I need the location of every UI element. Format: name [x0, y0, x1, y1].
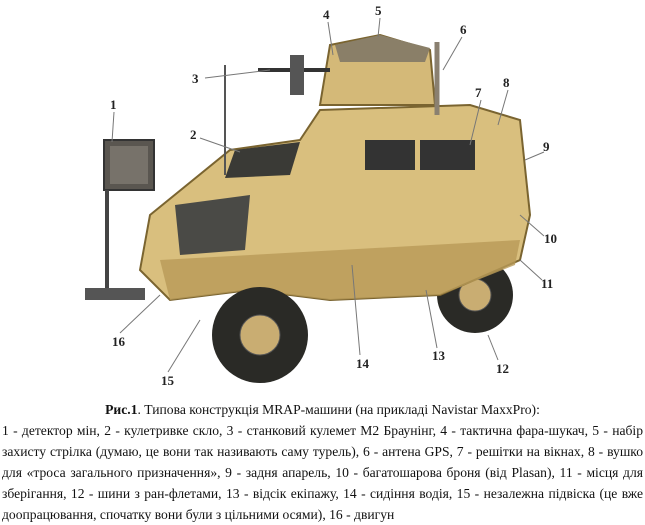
callout-7: 7	[475, 85, 482, 100]
callout-4: 4	[323, 7, 330, 22]
callout-16: 16	[112, 334, 125, 349]
caption-title-text: . Типова конструкція MRAP-машини (на при…	[137, 402, 540, 417]
caption-title: Рис.1. Типова конструкція MRAP-машини (н…	[0, 399, 645, 420]
figure-caption: Рис.1. Типова конструкція MRAP-машини (н…	[0, 399, 645, 525]
caption-legend: 1 - детектор мін, 2 - кулетривке скло, 3…	[2, 423, 643, 522]
vehicle-drawing	[85, 17, 545, 383]
callout-8: 8	[503, 75, 510, 90]
mrap-illustration: 1 2 3 4 5 6 7 8 9 10 11 12 13 14 15 16	[85, 3, 557, 388]
callout-2: 2	[190, 127, 197, 142]
callout-5: 5	[375, 3, 382, 18]
callout-11: 11	[541, 276, 554, 291]
callout-3: 3	[192, 71, 199, 86]
callout-13: 13	[432, 348, 445, 363]
callout-14: 14	[356, 356, 369, 371]
figure-label: Рис.1	[105, 402, 138, 417]
callout-6: 6	[460, 22, 467, 37]
callout-1: 1	[110, 97, 117, 112]
callout-12: 12	[496, 361, 509, 376]
callout-9: 9	[543, 139, 550, 154]
callout-15: 15	[161, 373, 174, 388]
callout-10: 10	[544, 231, 557, 246]
